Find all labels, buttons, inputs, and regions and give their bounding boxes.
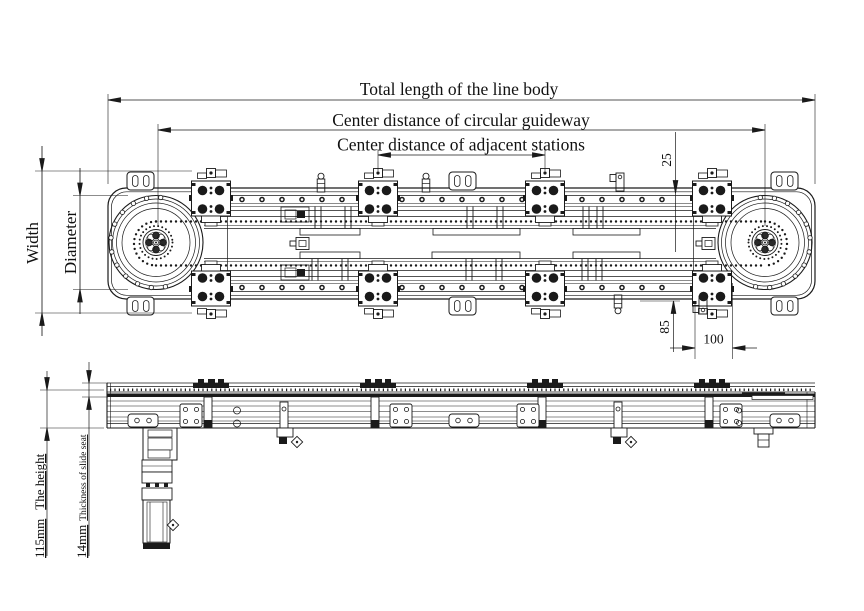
center-sensor-plan: [289, 237, 310, 250]
dim-width: [35, 146, 192, 336]
screw-post: [421, 172, 431, 193]
label-height: 115mmThe height: [32, 453, 47, 558]
label-diameter: Diameter: [61, 211, 80, 275]
mounting-foot: [770, 296, 799, 316]
station-carrier: [689, 260, 735, 319]
station-clamp-side: [193, 379, 229, 388]
station-clamp-side: [360, 379, 396, 388]
left-turnaround: [107, 194, 204, 291]
support-stub: [753, 427, 774, 448]
label-total-length: Total length of the line body: [360, 79, 559, 99]
carrier-plate-4hole: [719, 403, 743, 428]
station-posts-side: [203, 396, 714, 429]
plan-view: [107, 168, 816, 319]
station-clamp-side: [527, 379, 563, 388]
drive-column: [141, 427, 180, 549]
labels: Total length of the line body Center dis…: [23, 79, 724, 558]
carrier-plate-4hole: [516, 403, 540, 428]
plate-2hole: [127, 413, 159, 428]
mounting-foot: [448, 171, 477, 191]
station-clamp-side: [694, 379, 730, 388]
plate-2hole: [769, 413, 801, 428]
screw-post: [613, 294, 623, 315]
dim-guideway: [157, 124, 766, 226]
station-carrier: [355, 260, 401, 319]
end-cover: [742, 392, 785, 397]
mounting-foot: [770, 171, 799, 191]
screw-post: [316, 172, 326, 193]
tension-adjuster: [280, 206, 310, 281]
label-dim-25: 25: [659, 153, 674, 167]
carrier-plate-4hole: [179, 403, 203, 428]
chain-path: [132, 220, 789, 267]
carrier-plate-4hole: [389, 403, 413, 428]
guide-roller-row: [239, 196, 685, 291]
station-carrier: [355, 168, 401, 227]
label-width: Width: [23, 222, 42, 264]
side-view: [106, 379, 816, 549]
mounting-foot: [448, 296, 477, 316]
dim-25: [672, 132, 679, 252]
label-seat-thickness: 14mmThickness of slide seat: [74, 434, 89, 558]
hanging-sensor: [610, 401, 638, 449]
station-carrier: [689, 168, 735, 227]
center-sensor-plan: [695, 237, 716, 250]
label-dim-85: 85: [657, 320, 672, 334]
plate-2hole: [448, 413, 480, 428]
dim-seat: [82, 362, 108, 556]
mounting-foot: [126, 171, 155, 191]
label-adjacent-stations: Center distance of adjacent stations: [337, 135, 585, 155]
hanging-sensor: [276, 401, 304, 449]
dimensions: [35, 94, 816, 556]
dim-diameter: [73, 168, 128, 314]
label-dim-100: 100: [703, 332, 724, 347]
dim-adjacent-stations: [377, 149, 546, 171]
dim-total-length: [107, 94, 816, 184]
station-carrier: [522, 260, 568, 319]
station-carrier: [188, 260, 234, 319]
dim-85: [640, 300, 680, 352]
label-guideway: Center distance of circular guideway: [332, 110, 590, 130]
web-holes: [233, 406, 742, 428]
dim-100: [670, 283, 757, 359]
mounting-foot: [126, 296, 155, 316]
dim-height: [40, 371, 104, 556]
station-carrier: [522, 168, 568, 227]
cross-braces: [299, 228, 641, 259]
